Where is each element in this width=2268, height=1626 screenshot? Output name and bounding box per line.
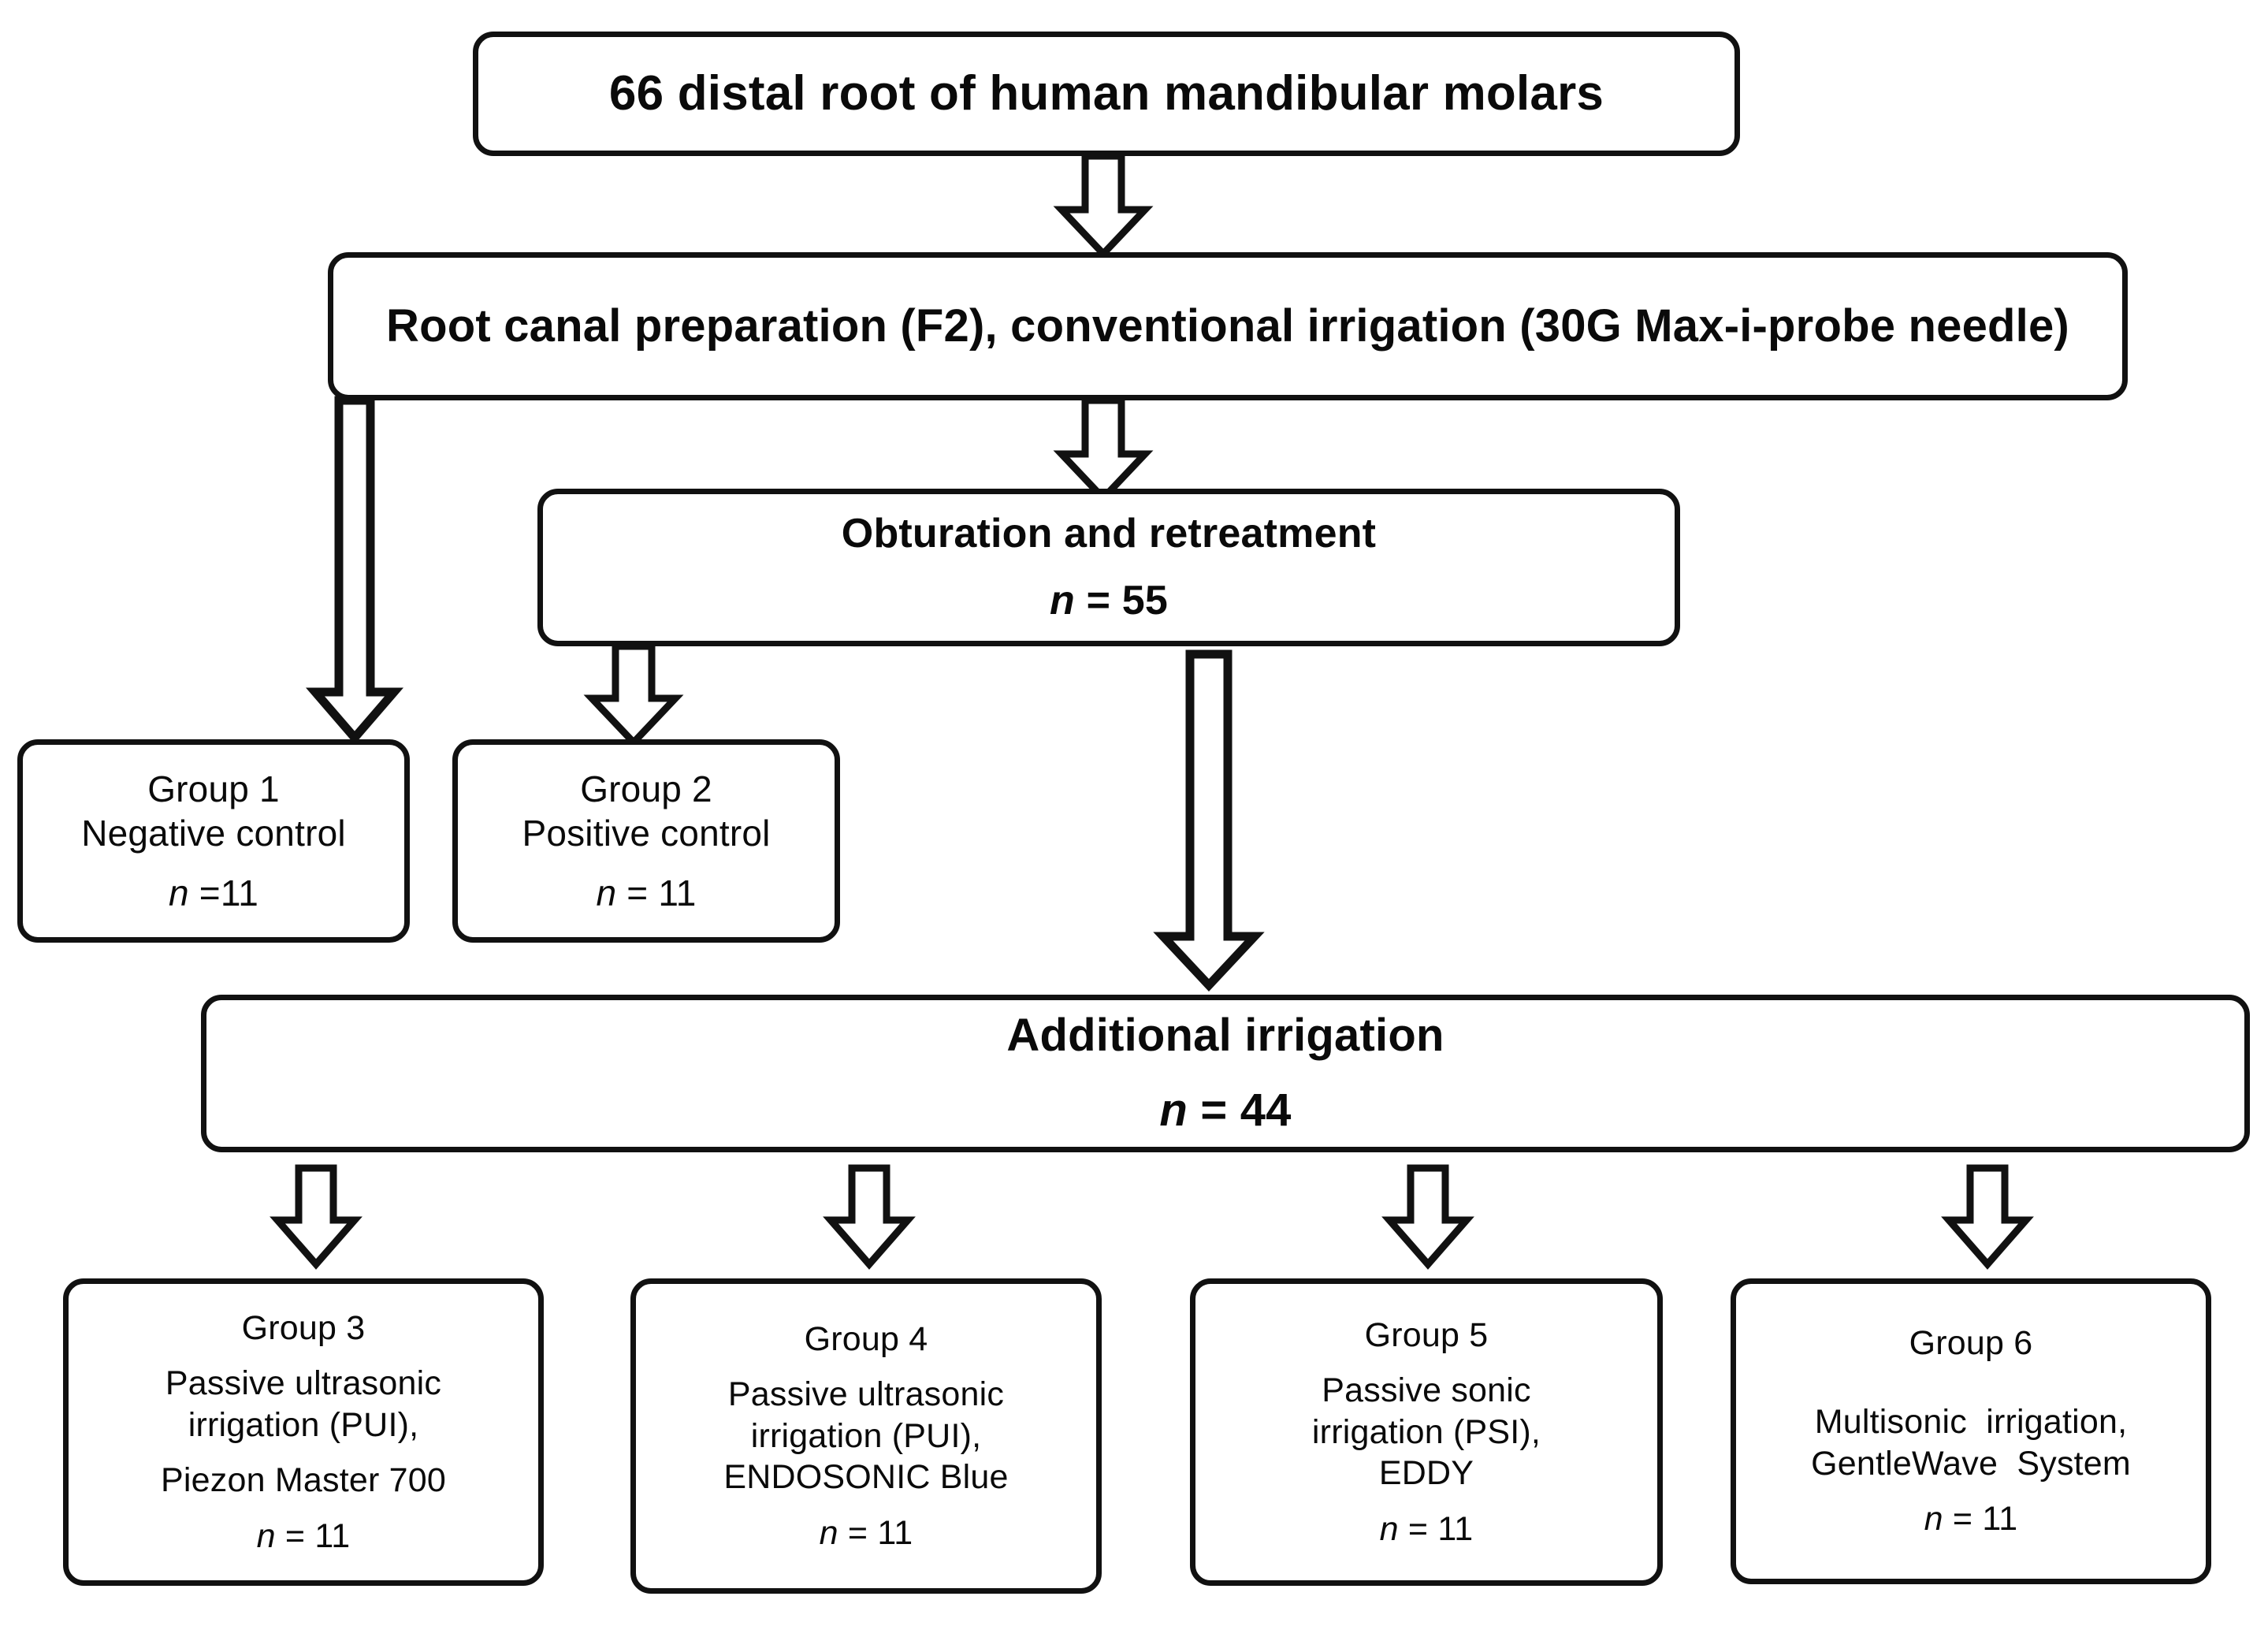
node-group-1-title: Group 1 xyxy=(147,768,280,810)
arrow-root-to-preparation xyxy=(1053,152,1154,259)
node-group-3-line1: Passive ultrasonic xyxy=(165,1364,442,1403)
node-group-6-count: n = 11 xyxy=(1924,1498,2018,1539)
n-value: = 11 xyxy=(1398,1509,1474,1548)
node-root-population: 66 distal root of human mandibular molar… xyxy=(473,32,1740,156)
node-additional-irrigation-count: n = 44 xyxy=(1159,1083,1291,1139)
node-group-4-title: Group 4 xyxy=(804,1319,928,1358)
node-additional-irrigation-title: Additional irrigation xyxy=(1006,1010,1444,1062)
n-symbol: n xyxy=(169,872,189,913)
node-group-6-line2: GentleWave System xyxy=(1811,1444,2131,1483)
n-symbol: n xyxy=(819,1513,838,1552)
n-value: = 11 xyxy=(838,1513,913,1552)
node-group-5-line3: EDDY xyxy=(1378,1454,1474,1493)
n-value: = 44 xyxy=(1188,1085,1292,1137)
arrow-additional-irrigation-to-group4 xyxy=(823,1164,916,1270)
node-group-3-line2: irrigation (PUI), xyxy=(188,1405,419,1444)
node-root-population-text: 66 distal root of human mandibular molar… xyxy=(608,66,1604,121)
n-symbol: n xyxy=(1159,1085,1188,1137)
node-group-5-title: Group 5 xyxy=(1364,1315,1489,1354)
node-group-2-count: n = 11 xyxy=(597,871,697,915)
n-value: =11 xyxy=(188,872,258,913)
node-group-3-line3: Piezon Master 700 xyxy=(161,1461,446,1500)
node-root-canal-preparation-text: Root canal preparation (F2), conventiona… xyxy=(386,300,2069,352)
arrow-preparation-to-group1 xyxy=(305,396,404,745)
node-group-2-line1: Positive control xyxy=(522,813,771,854)
node-group-1-count: n =11 xyxy=(169,871,258,915)
arrow-additional-irrigation-to-group6 xyxy=(1941,1164,2034,1270)
node-obturation-retreatment-title: Obturation and retreatment xyxy=(841,510,1377,556)
n-value: = 55 xyxy=(1074,577,1169,623)
node-group-5-line2: irrigation (PSI), xyxy=(1311,1412,1541,1451)
node-group-4: Group 4 Passive ultrasonic irrigation (P… xyxy=(630,1278,1102,1594)
node-group-1: Group 1 Negative control n =11 xyxy=(17,739,410,943)
node-obturation-retreatment-count: n = 55 xyxy=(1050,576,1168,626)
node-group-5-line1: Passive sonic xyxy=(1322,1371,1531,1410)
arrow-obturation-to-additional-irrigation xyxy=(1153,649,1265,992)
node-root-canal-preparation: Root canal preparation (F2), conventiona… xyxy=(328,252,2128,400)
n-symbol: n xyxy=(256,1516,276,1555)
arrow-obturation-to-group2 xyxy=(583,642,684,748)
node-group-4-line3: ENDOSONIC Blue xyxy=(723,1458,1009,1497)
node-obturation-retreatment: Obturation and retreatment n = 55 xyxy=(537,489,1680,646)
n-symbol: n xyxy=(1379,1509,1399,1548)
node-group-1-line1: Negative control xyxy=(81,813,346,854)
n-value: = 11 xyxy=(275,1516,351,1555)
node-group-5: Group 5 Passive sonic irrigation (PSI), … xyxy=(1190,1278,1663,1586)
n-symbol: n xyxy=(596,872,617,913)
node-group-4-line1: Passive ultrasonic xyxy=(727,1375,1005,1414)
node-group-4-count: n = 11 xyxy=(820,1513,913,1553)
node-group-4-line2: irrigation (PUI), xyxy=(750,1416,982,1455)
n-value: = 11 xyxy=(616,872,697,913)
node-group-2-title: Group 2 xyxy=(580,768,712,810)
node-additional-irrigation: Additional irrigation n = 44 xyxy=(201,995,2250,1152)
node-group-5-count: n = 11 xyxy=(1380,1509,1474,1550)
arrow-additional-irrigation-to-group5 xyxy=(1381,1164,1474,1270)
node-group-6-title: Group 6 xyxy=(1909,1324,2033,1363)
node-group-6: Group 6 Multisonic irrigation, GentleWav… xyxy=(1731,1278,2211,1584)
node-group-2: Group 2 Positive control n = 11 xyxy=(452,739,840,943)
node-group-3-count: n = 11 xyxy=(257,1516,351,1557)
node-group-3: Group 3 Passive ultrasonic irrigation (P… xyxy=(63,1278,544,1586)
node-group-3-title: Group 3 xyxy=(241,1308,366,1347)
n-symbol: n xyxy=(1049,577,1075,623)
n-symbol: n xyxy=(1924,1500,1943,1539)
n-value: = 11 xyxy=(1943,1500,2018,1539)
arrow-preparation-to-obturation xyxy=(1053,396,1154,504)
node-group-6-line1: Multisonic irrigation, xyxy=(1814,1403,2128,1442)
arrow-additional-irrigation-to-group3 xyxy=(270,1164,363,1270)
